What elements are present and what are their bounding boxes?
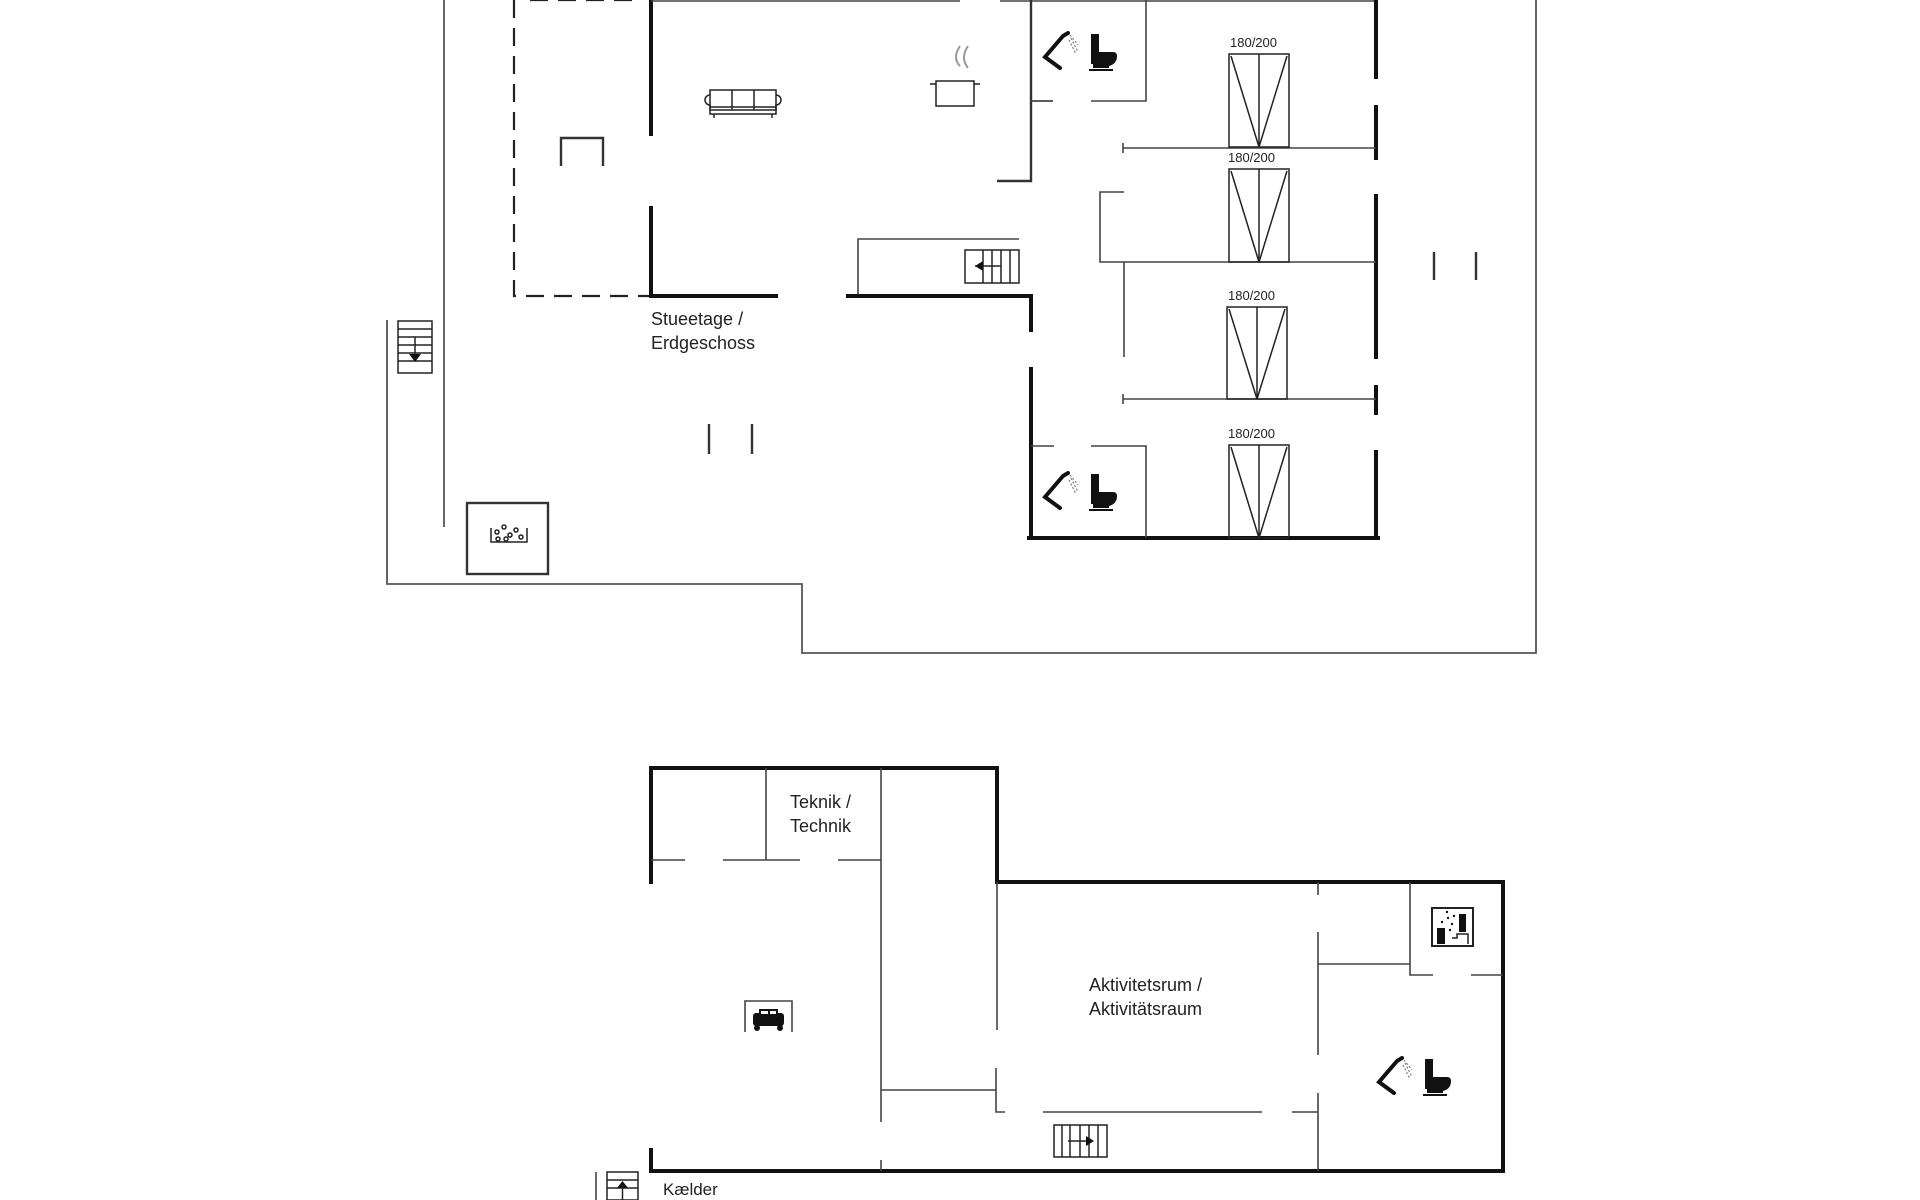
bed-size-label: 180/200: [1228, 288, 1275, 303]
cooking-pot-icon: [930, 45, 980, 107]
terrace-outline: [386, 0, 1537, 654]
stairs-down-icon: [397, 320, 433, 374]
wall: [649, 206, 778, 298]
hot-tub-icon: [465, 501, 550, 576]
bathroom-wall: [1091, 445, 1147, 538]
fireplace-icon: [559, 136, 605, 166]
basement-outer-wall: [649, 766, 1505, 1173]
stairs-icon: [1053, 1124, 1108, 1158]
stairs-icon: [964, 249, 1020, 284]
wall: [846, 294, 1033, 332]
bed-3: 180/200: [1226, 288, 1288, 400]
bed-size-label: 180/200: [1230, 35, 1277, 50]
shower-icon: [1042, 471, 1079, 510]
bathroom-wall: [1091, 0, 1147, 102]
wall: [995, 1068, 1005, 1113]
bed-1: 180/200: [1228, 35, 1290, 148]
stairs-up-icon: [595, 1171, 639, 1200]
bed-size-label: 180/200: [1228, 426, 1275, 441]
sauna-wall: [1409, 882, 1433, 976]
basement-floor: [595, 766, 1505, 1200]
basement-floor-label: Kælder: [663, 1180, 718, 1199]
toilet-icon: [1089, 474, 1117, 511]
bed-size-label: 180/200: [1228, 150, 1275, 165]
sauna-icon: [1431, 907, 1474, 947]
wall: [997, 0, 1033, 183]
technik-room-label: Teknik / Technik: [790, 792, 852, 836]
bedroom-divider: [1099, 191, 1376, 263]
covered-area-outline: [512, 0, 650, 298]
toilet-icon: [1089, 34, 1117, 71]
ground-floor: 180/200 180/200 180/200 180/200: [386, 0, 1537, 654]
garage-car-icon: [744, 1000, 793, 1032]
shower-icon: [1376, 1056, 1413, 1095]
wall: [857, 238, 1019, 296]
toilet-icon: [1423, 1059, 1451, 1096]
ground-floor-label: Stueetage / Erdgeschoss: [651, 309, 756, 353]
shower-icon: [1042, 31, 1079, 70]
activity-room-label: Aktivitetsrum / Aktivitätsraum: [1089, 975, 1203, 1019]
sofa-icon: [704, 89, 782, 118]
bed-2: 180/200: [1228, 150, 1290, 263]
bed-4: 180/200: [1228, 426, 1290, 539]
